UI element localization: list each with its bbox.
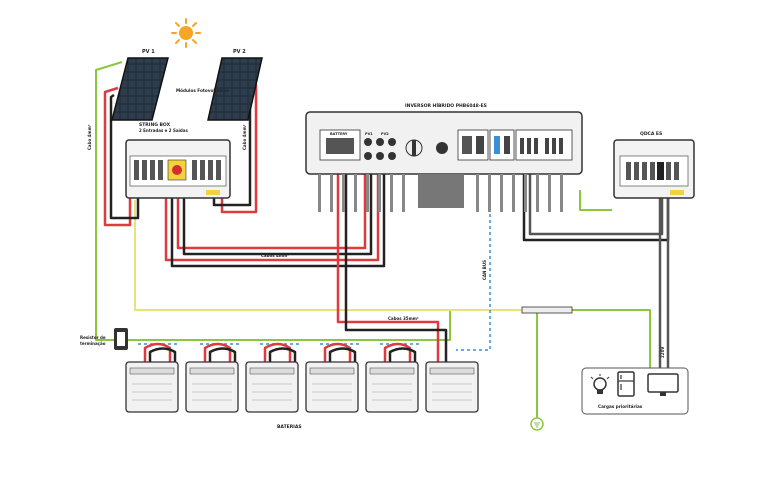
battery-port-label: BATTERY: [330, 132, 348, 136]
cable-label-left: Cabo 4mm²: [87, 124, 92, 150]
qdca-panel: [613, 139, 695, 199]
battery-link-black: [268, 347, 297, 362]
yellow-ground-wire: [134, 200, 525, 311]
fridge-icon: [617, 371, 635, 397]
pv-ports: [364, 138, 396, 160]
sb-inv-black-2: [182, 166, 373, 256]
termination-resistor: [114, 328, 128, 350]
battery-link-red: [203, 342, 232, 362]
battery-interconnects: [143, 342, 417, 362]
sun-icon: [171, 18, 201, 48]
battery-module: [185, 361, 239, 413]
resistor-label-1: Resistor de: [80, 335, 106, 340]
resistor-label-2: terminação: [80, 341, 106, 346]
wiring: [95, 61, 670, 418]
modules-label: Módulos Fotovoltaicos: [176, 88, 229, 93]
solar-panel-pv1: [111, 57, 169, 121]
battery-link-black: [388, 347, 417, 362]
pv2-port-label: PV2: [381, 132, 389, 136]
voltage-label: 220V: [660, 346, 665, 358]
cable-4mm-label: Cabos 4mm²: [261, 253, 289, 258]
pv1-label: PV 1: [142, 49, 155, 55]
monitor-icon: [647, 373, 679, 396]
battery-module: [125, 361, 179, 413]
sb-inv-black-1: [170, 166, 386, 268]
can-bus-label: CAN BUS: [482, 260, 487, 280]
battery-link-red: [323, 342, 352, 362]
sb-inv-red-1: [164, 166, 380, 262]
battery-module: [425, 361, 479, 413]
pv1-red-wire: [103, 86, 132, 227]
inverter-foot: [418, 174, 464, 208]
ac-terminal-block: [515, 129, 573, 161]
battery-link-red: [383, 342, 412, 362]
ground-icon: [530, 417, 544, 431]
battery-bank: [125, 361, 479, 413]
string-box: [125, 139, 231, 199]
string-box-subtitle: 2 Entradas e 2 Saídas: [139, 128, 188, 133]
priority-loads-box: [581, 367, 689, 415]
battery-red-main: [336, 160, 440, 362]
battery-link-black: [328, 347, 357, 362]
battery-link-red: [263, 342, 292, 362]
battery-link-black: [148, 347, 177, 362]
disconnect-knob: [172, 165, 182, 175]
heatsink: [318, 174, 563, 212]
inverter-title: INVERSOR HÍBRIDO PHB6048-ES: [405, 101, 487, 109]
batteries-label: BATERIAS: [277, 424, 302, 430]
warning-sticker: [206, 190, 220, 195]
pv2-label: PV 2: [233, 49, 246, 55]
cable-35mm-label: Cabos 35mm²: [388, 316, 419, 321]
battery-link-black: [208, 347, 237, 362]
sb-inv-red-2: [176, 166, 367, 250]
battery-black-main: [344, 160, 448, 362]
pv1-port-label: PV1: [365, 132, 373, 136]
ground-wire-qdca: [579, 190, 612, 211]
battery-module: [365, 361, 419, 413]
lightbulb-icon: [590, 374, 610, 394]
qdca-title: QDCA ES: [640, 131, 662, 137]
pv1-black-wire: [109, 93, 140, 220]
string-box-title: STRING BOX: [139, 122, 171, 128]
ac-black-wire-2: [528, 160, 664, 236]
cable-label-right: Cabo 4mm²: [242, 124, 247, 150]
ground-wire-loop: [95, 61, 651, 368]
hybrid-inverter: [305, 111, 583, 212]
solar-panel-pv2: [207, 57, 263, 121]
ground-bus-bar: [521, 306, 573, 314]
priority-loads-label: Cargas prioritárias: [598, 404, 643, 409]
can-bus-wire: [456, 160, 491, 351]
battery-module: [245, 361, 299, 413]
battery-module: [305, 361, 359, 413]
battery-link-red: [143, 342, 172, 362]
inverter-gland: [436, 142, 448, 154]
